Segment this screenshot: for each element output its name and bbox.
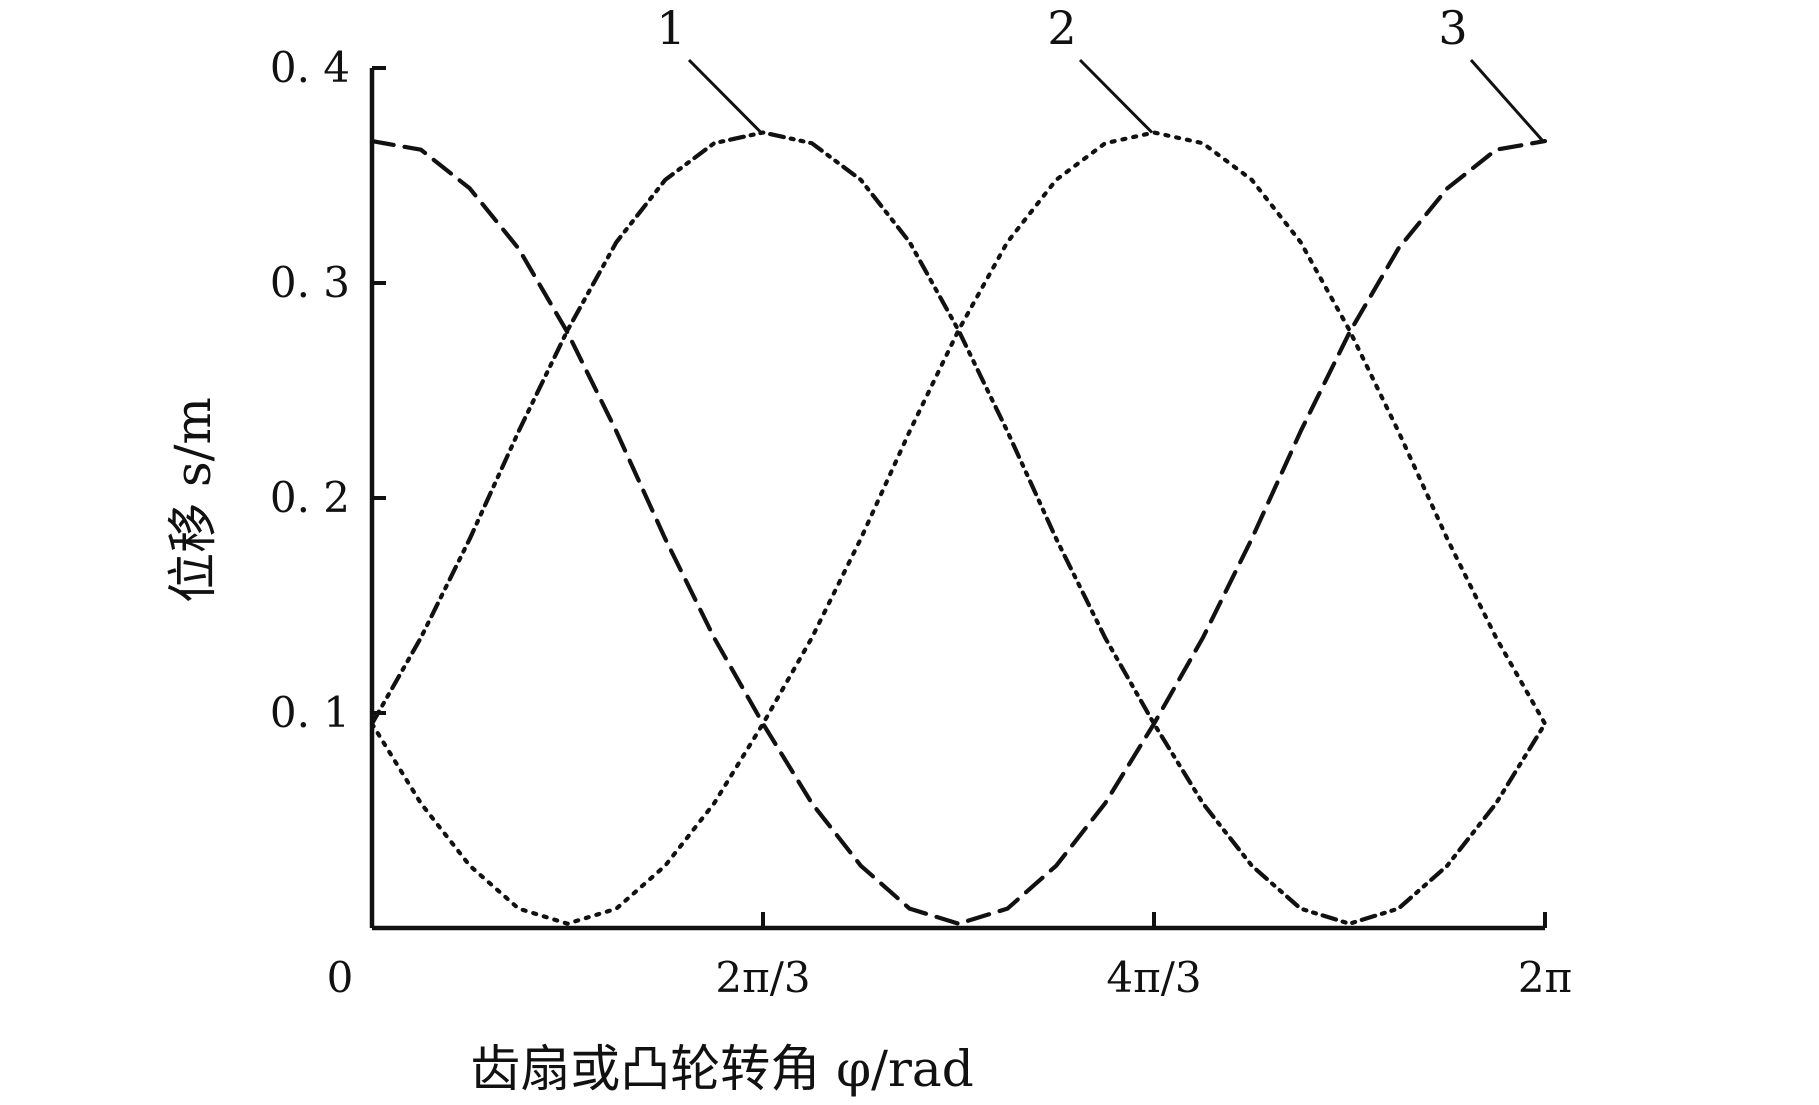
axes xyxy=(369,66,1547,931)
tick-labels: 0 2π/3 4π/3 2π 0. 1 0. 2 0. 3 0. 4 xyxy=(270,43,1572,1002)
x-tick-label: 2π xyxy=(1518,953,1572,1002)
plot-lines xyxy=(369,130,1548,926)
series-label-2: 2 xyxy=(1047,1,1076,55)
annotations: 1 2 3 xyxy=(656,1,1545,143)
annotation-leader-2 xyxy=(1078,58,1154,134)
x-axis-label: 齿扇或凸轮转角 φ/rad xyxy=(470,1040,973,1098)
y-tick-label: 0. 2 xyxy=(270,473,350,522)
series-label-3: 3 xyxy=(1438,1,1467,55)
series-label-1: 1 xyxy=(656,1,685,55)
series-2-line xyxy=(369,130,1548,926)
y-tick-label: 0. 1 xyxy=(270,688,350,737)
y-tick-label: 0. 4 xyxy=(270,43,350,92)
annotation-leader-3 xyxy=(1469,59,1545,143)
y-tick-label: 0. 3 xyxy=(270,258,350,307)
x-tick-label: 4π/3 xyxy=(1106,953,1201,1002)
annotation-leader-1 xyxy=(687,58,763,134)
x-tick-label: 0 xyxy=(327,953,354,1002)
series-3-line xyxy=(369,139,1548,926)
x-tick-label: 2π/3 xyxy=(715,953,810,1002)
y-axis-label: 位移 s/m xyxy=(164,397,222,603)
